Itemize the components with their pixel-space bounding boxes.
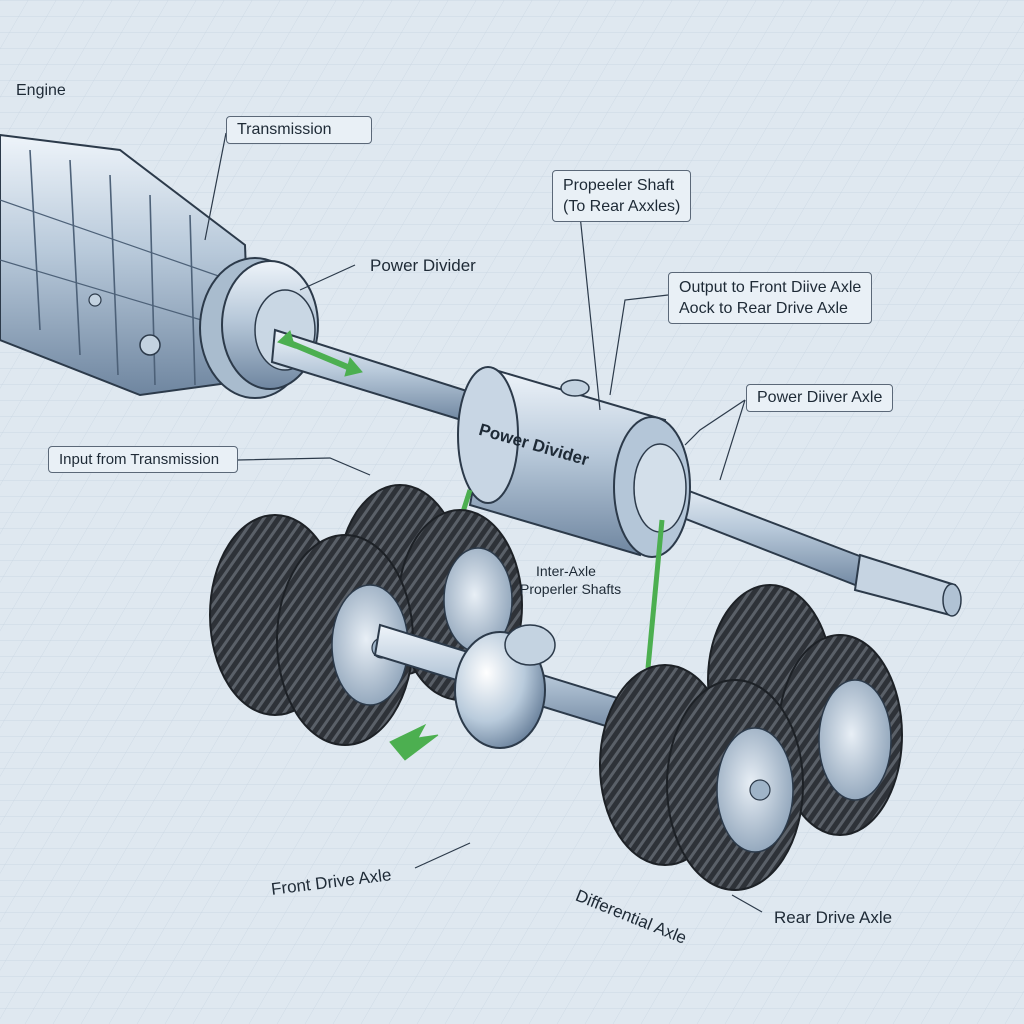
label-power-divider-axle: Power Diiver Axle xyxy=(746,384,894,412)
label-output: Output to Front Diive Axle Aock to Rear … xyxy=(668,272,873,324)
label-transmission: Transmission xyxy=(226,116,372,144)
label-rear-drive-axle: Rear Drive Axle xyxy=(774,908,893,927)
label-propeller-shaft-line2: (To Rear Axxles) xyxy=(563,198,681,215)
label-inter-axle-line2: Properler Shafts xyxy=(520,581,622,597)
label-propeller-shaft: Propeeler Shaft (To Rear Axxles) xyxy=(552,170,692,222)
label-output-line2: Aock to Rear Drive Axle xyxy=(679,300,848,317)
label-inter-axle-line1: Inter-Axle xyxy=(536,563,596,579)
label-inter-axle: Inter-Axle Properler Shafts xyxy=(520,562,621,598)
label-output-line1: Output to Front Diive Axle xyxy=(679,279,862,296)
label-propeller-shaft-line1: Propeeler Shaft xyxy=(563,177,675,194)
label-engine: Engine xyxy=(16,82,66,99)
power-divider-drum xyxy=(199,257,319,399)
label-power-divider-top: Power Divider xyxy=(370,256,476,275)
leader-lines xyxy=(204,132,763,913)
label-input-from-transmission: Input from Transmission xyxy=(48,446,238,473)
differential-axle xyxy=(373,623,642,749)
rear-axle-tires xyxy=(599,584,903,891)
transmission-housing xyxy=(0,133,252,397)
power-divider-housing xyxy=(457,366,691,558)
